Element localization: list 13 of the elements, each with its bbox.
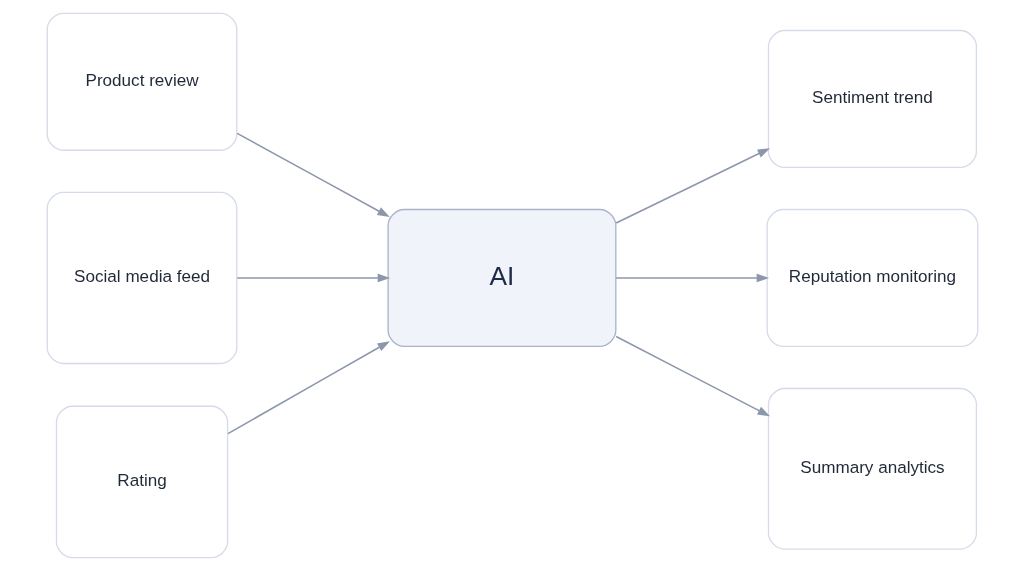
- arrow: [235, 132, 390, 218]
- node-box: Social media feed: [46, 191, 237, 365]
- node-box: Reputation monitoring: [766, 208, 978, 348]
- arrow: [614, 148, 770, 224]
- node-box: AI: [386, 208, 616, 348]
- node-box: Rating: [55, 405, 228, 559]
- node-box: Product review: [46, 12, 237, 151]
- arrow: [226, 341, 390, 435]
- arrow: [614, 273, 769, 283]
- node-box: Summary analytics: [767, 387, 977, 550]
- arrow: [235, 273, 390, 283]
- arrow: [614, 335, 770, 417]
- node-box: Sentiment trend: [767, 29, 977, 169]
